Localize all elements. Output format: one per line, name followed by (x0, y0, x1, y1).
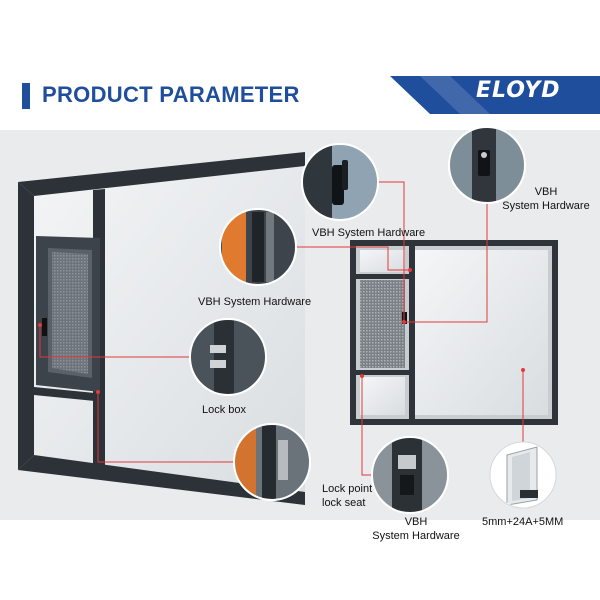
label-vbh-bottom-2: System Hardware (372, 530, 460, 542)
label-glass-spec: 5mm+24A+5MM (482, 516, 564, 528)
label-lock-box: Lock box (202, 404, 247, 416)
label-vbh-right-1: VBH (534, 186, 558, 198)
label-lock-point-1: Lock point (322, 483, 373, 495)
bottom-hardware-detail-icon (371, 436, 449, 514)
label-vbh-right-2: System Hardware (502, 200, 590, 212)
brand-logo: ELOYD (476, 78, 561, 103)
lock-detail-icon (448, 126, 526, 204)
elevation-window (350, 240, 558, 425)
label-vbh-top: VBH System Hardware (312, 227, 426, 239)
glass-section-icon (489, 441, 557, 509)
lock-point-detail-icon (233, 423, 311, 501)
title-accent-bar (22, 83, 30, 109)
handle-detail-icon (301, 143, 379, 221)
label-vbh-bottom-1: VBH (404, 516, 428, 528)
label-lock-point-2: lock seat (322, 497, 366, 509)
lock-box-detail-icon (189, 318, 267, 396)
callout-dots (38, 268, 525, 394)
label-vbh-left: VBH System Hardware (198, 296, 312, 308)
brand-banner (390, 76, 600, 114)
hinge-detail-icon (219, 208, 297, 286)
page-title: PRODUCT PARAMETER (42, 82, 300, 107)
